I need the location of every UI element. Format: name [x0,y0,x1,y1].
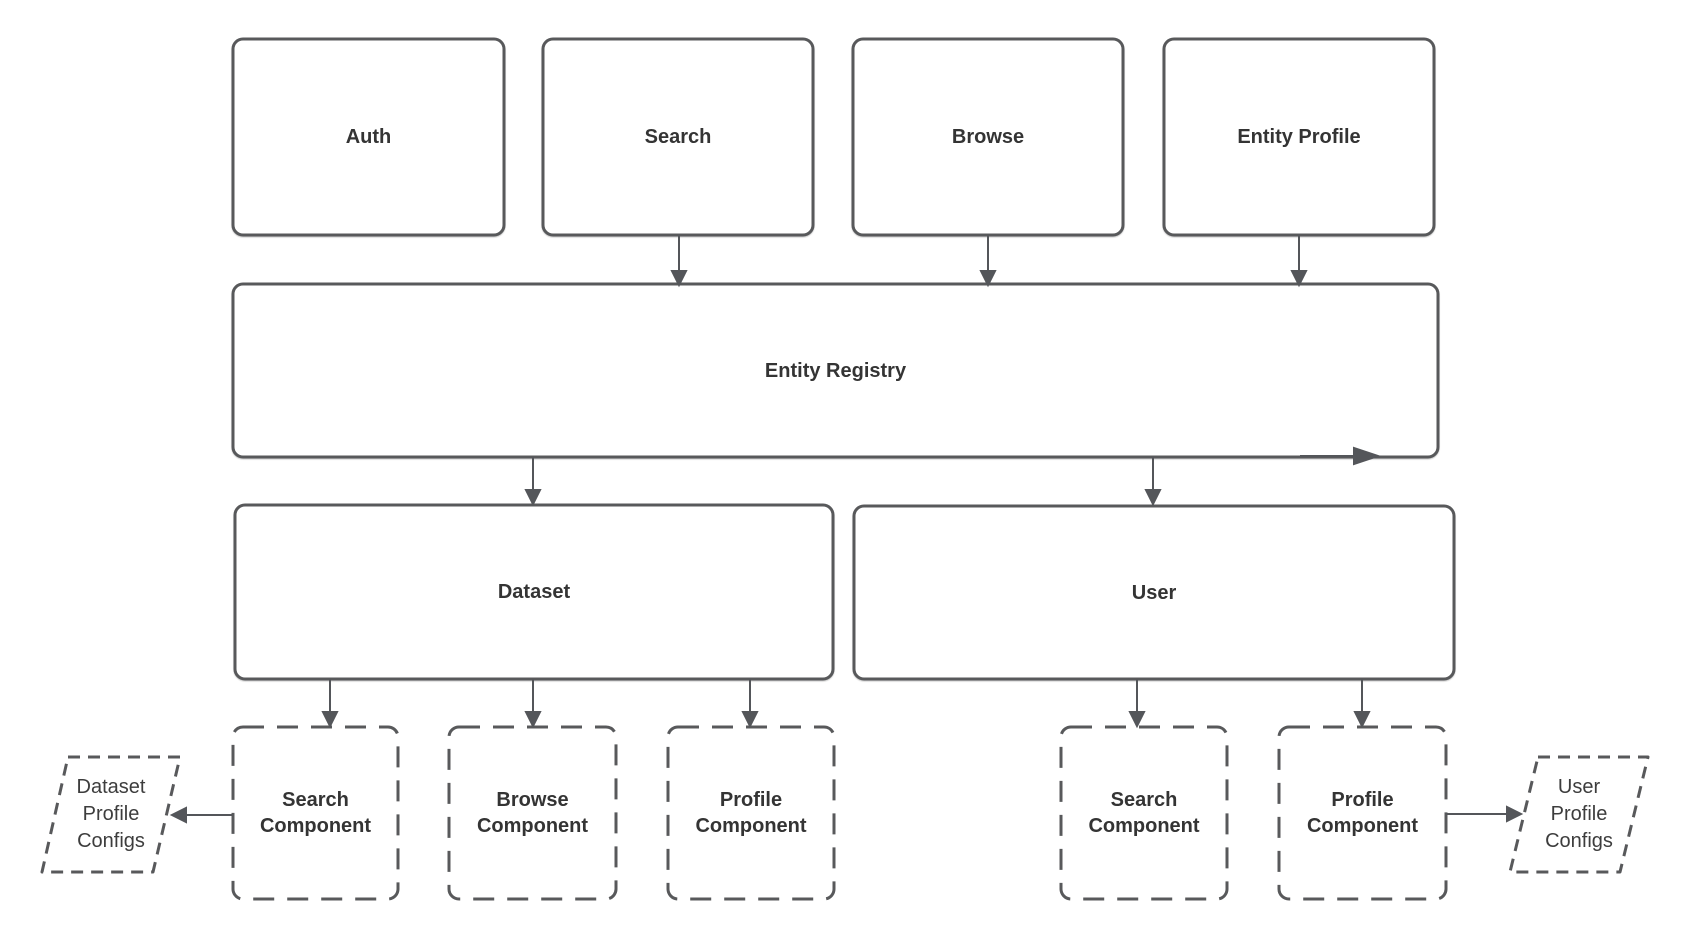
user-search-component-box [1059,725,1229,901]
entity-profile-box [1162,37,1436,237]
arrowhead-registry-to-dataset [524,489,542,507]
auth-box [231,37,506,237]
arrowhead-dataset-to-search-component [321,711,339,729]
dataset-search-component-box [231,725,400,901]
arrowhead-entity-profile-to-registry [1290,270,1308,288]
arrowhead-registry-self [1353,446,1382,466]
user-profile-component-box [1277,725,1448,901]
dataset-box [233,503,835,681]
user-profile-configs-shape [1508,755,1650,874]
dataset-browse-component-box [447,725,618,901]
browse-box [851,37,1125,237]
arrowhead-user-to-profile-component [1353,711,1371,729]
arrowhead-user-to-search-component [1128,711,1146,729]
arrowhead-dataset-to-profile-component [741,711,759,729]
arrowhead-to-dataset-configs [169,806,187,824]
entity-registry-box [231,282,1440,459]
arrowhead-search-to-registry [670,270,688,288]
search-box [541,37,815,237]
dataset-profile-configs-shape [40,755,182,874]
arrowhead-to-user-configs [1506,805,1524,823]
arrowhead-registry-to-user [1144,489,1162,507]
dataset-profile-component-box [666,725,836,901]
arrowhead-browse-to-registry [979,270,997,288]
arrowhead-dataset-to-browse-component [524,711,542,729]
user-box [852,504,1456,681]
